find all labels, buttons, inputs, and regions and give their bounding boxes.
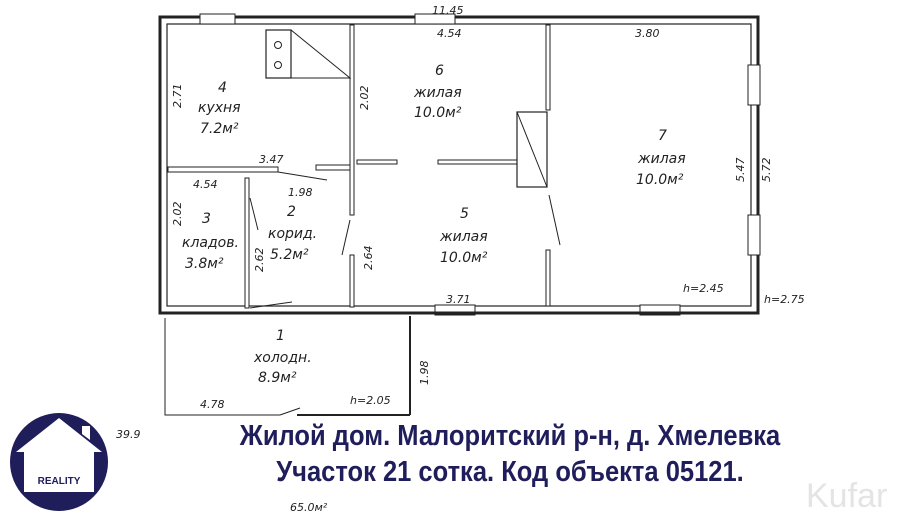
dim-room7-width: 3.80 [635,27,660,40]
wall [349,254,355,308]
wall [545,24,551,111]
svg-text:7.2м²: 7.2м² [200,121,239,137]
window [747,64,761,106]
living-area: 39.9 [116,428,141,441]
svg-text:5.2м²: 5.2м² [270,247,309,263]
room-1: 1 холодн. 8.9м² [253,328,312,386]
window [199,13,236,25]
dim-ceiling-main: h=2.45 [683,282,724,295]
svg-text:4: 4 [218,80,227,96]
door [249,197,259,231]
dim-corridor-height: 2.62 [253,248,266,273]
dim-ceiling-outer: h=2.75 [764,293,805,306]
svg-text:6: 6 [435,63,444,79]
dim-room7-height-b: 5.72 [760,158,773,183]
room-5: 5 жилая 10.0м² [439,206,488,266]
window [747,214,761,256]
wall [244,177,250,309]
svg-text:кухня: кухня [198,100,241,116]
caption-line-2: Участок 21 сотка. Код объекта 05121. [276,456,744,488]
svg-text:жилая: жилая [637,151,686,167]
svg-text:8.9м²: 8.9м² [258,370,297,386]
window [414,13,456,25]
svg-text:10.0м²: 10.0м² [414,105,462,121]
svg-text:жилая: жилая [439,229,488,245]
room-7: 7 жилая 10.0м² [636,128,686,188]
svg-text:REALITY: REALITY [38,476,81,487]
dim-room6-height: 2.02 [358,86,371,111]
watermark: Kufar [806,477,888,515]
dim-room6-width: 4.54 [437,27,462,40]
dim-corridor-diag: 1.98 [288,186,313,199]
door [249,301,293,309]
dim-room7-height-a: 5.47 [734,158,747,183]
total-area: 65.0м² [290,501,328,514]
dim-room5-height: 2.64 [362,246,375,271]
room-6: 6 жилая 10.0м² [413,63,462,121]
dim-total-length: 11.45 [432,4,464,17]
wall [315,164,351,171]
cooker [265,29,292,79]
door [341,219,351,256]
room-4: 4 кухня 7.2м² [198,80,241,137]
dim-porch-width: 4.78 [200,398,225,411]
svg-text:кладов.: кладов. [182,235,239,251]
window [434,304,476,316]
svg-text:корид.: корид. [268,226,317,242]
dim-porch-height: 1.98 [418,361,431,386]
dim-kitchen-height: 2.71 [171,84,184,109]
door [548,194,561,246]
dim-porch-ceiling: h=2.05 [350,394,391,407]
caption-line-1: Жилой дом. Малоритский р-н, д. Хмелевка [239,420,781,452]
svg-text:10.0м²: 10.0м² [440,250,488,266]
wall [356,159,398,165]
porch-wall [164,318,280,416]
dim-storage-height: 2.02 [171,202,184,227]
svg-text:3.8м²: 3.8м² [185,256,224,272]
dim-room5-width: 3.71 [446,293,471,306]
wall [167,166,279,173]
wall [545,249,551,307]
reality-logo: REALITY [10,413,108,511]
wall [349,24,355,216]
svg-text:2: 2 [287,204,296,220]
svg-text:жилая: жилая [413,85,462,101]
wall [437,159,519,165]
door [279,407,301,416]
svg-text:10.0м²: 10.0м² [636,172,684,188]
svg-text:3: 3 [202,211,211,227]
svg-text:5: 5 [460,206,469,222]
svg-text:1: 1 [276,328,285,344]
door [277,171,328,181]
dim-kitchen-width: 3.47 [259,153,284,166]
svg-text:7: 7 [658,128,667,144]
room-2: 2 корид. 5.2м² [268,204,317,263]
dim-storage-width: 4.54 [193,178,218,191]
window [639,304,681,316]
room-3: 3 кладов. 3.8м² [182,211,239,272]
svg-text:холодн.: холодн. [253,350,312,366]
